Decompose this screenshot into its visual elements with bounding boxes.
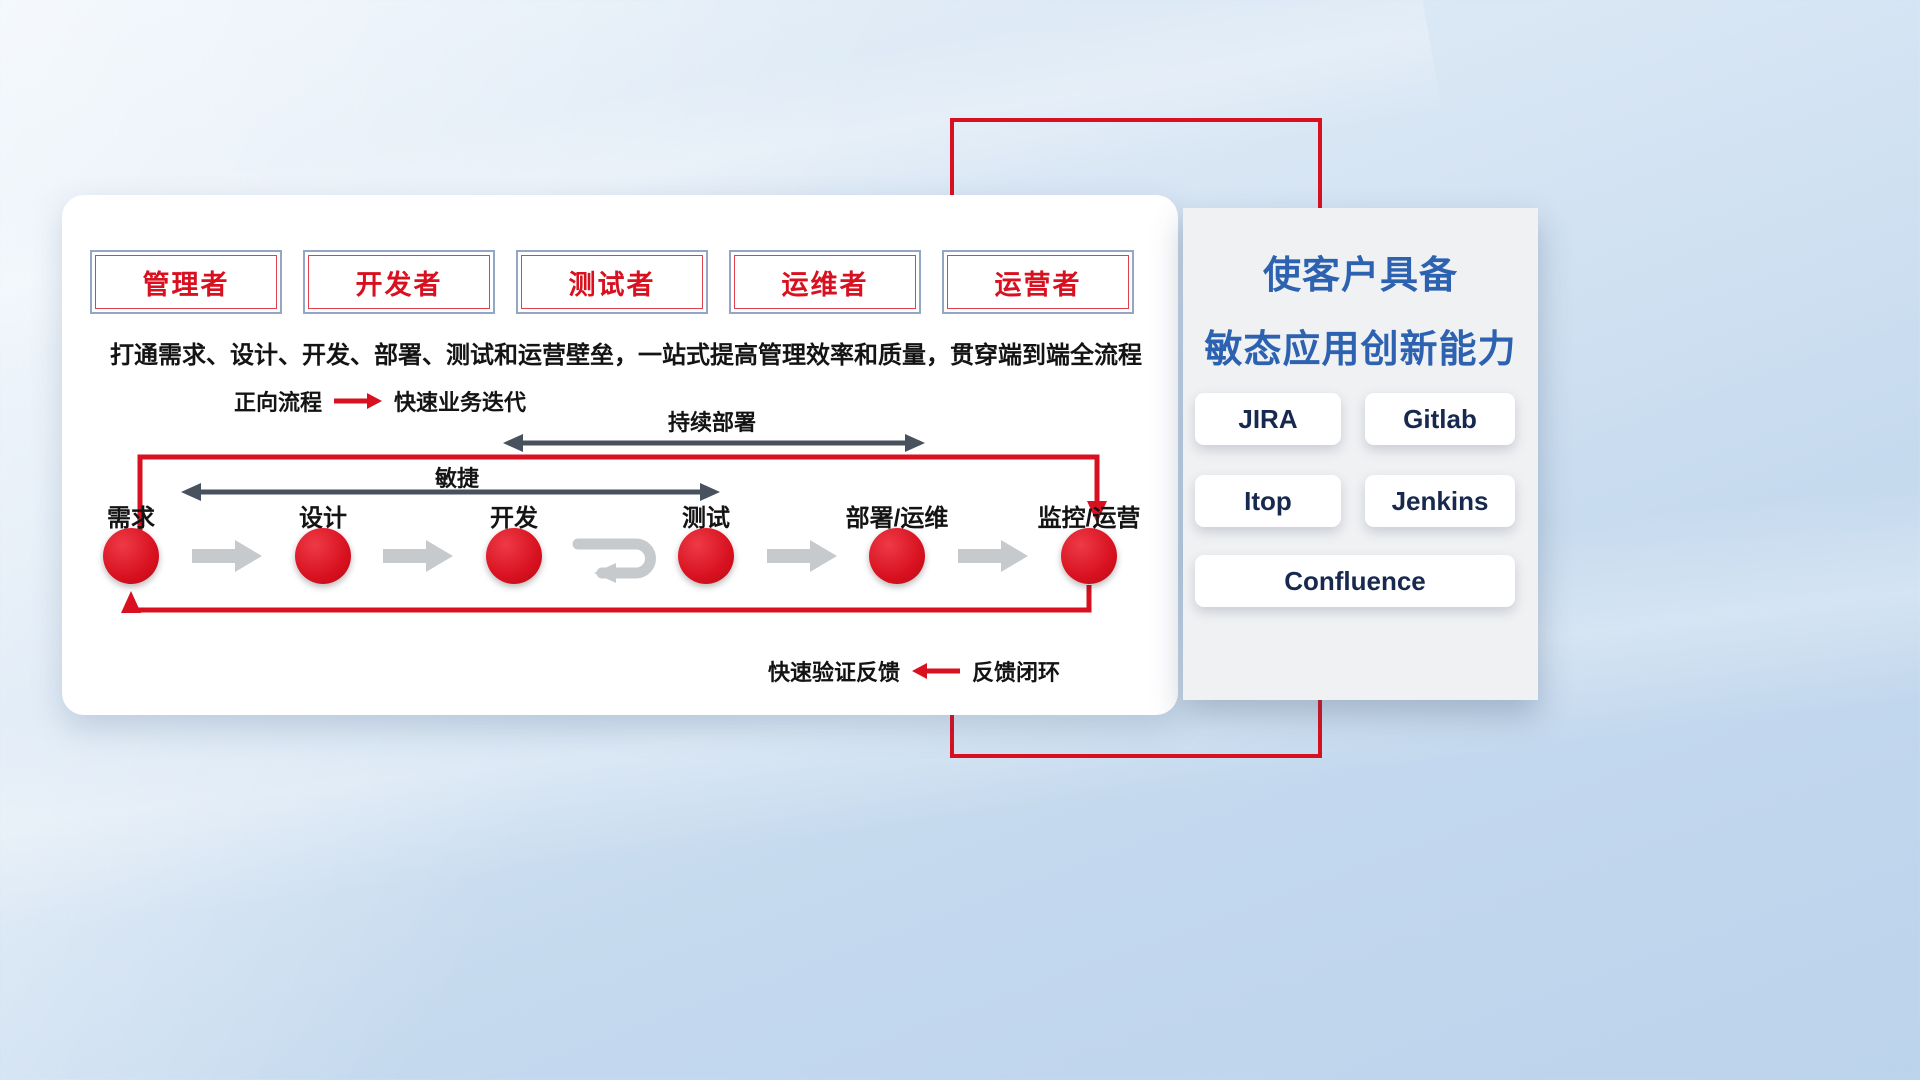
role-box-tester: 测试者 — [516, 250, 708, 314]
step-label-requirements: 需求 — [107, 505, 155, 532]
tool-box-jira: JIRA — [1195, 393, 1341, 445]
role-box-ops: 运维者 — [729, 250, 921, 314]
feedback-legend-label: 快速验证反馈 — [768, 660, 901, 685]
role-label: 管理者 — [142, 269, 230, 300]
step-node-deploy-ops — [869, 528, 925, 584]
devops-flow-card: 管理者 开发者 测试者 运维者 运营者 打通需求、设计、开发、部署、测试和运营壁… — [62, 195, 1178, 715]
continuous-deploy-label: 持续部署 — [667, 410, 757, 435]
headline: 打通需求、设计、开发、部署、测试和运营壁垒，一站式提高管理效率和质量，贯穿端到端… — [110, 342, 1142, 369]
step-node-development — [486, 528, 542, 584]
role-label: 测试者 — [568, 269, 656, 300]
role-label: 运维者 — [781, 269, 869, 300]
role-box-manager: 管理者 — [90, 250, 282, 314]
role-label: 运营者 — [994, 269, 1082, 300]
feedback-legend: 快速验证反馈 反馈闭环 — [768, 655, 1060, 687]
tool-box-gitlab: Gitlab — [1365, 393, 1515, 445]
forward-legend-label: 正向流程 — [234, 390, 323, 415]
forward-arrow-icon — [334, 393, 383, 409]
forward-legend: 正向流程 快速业务迭代 — [234, 385, 526, 417]
role-box-operator: 运营者 — [942, 250, 1134, 314]
tool-box-jenkins: Jenkins — [1365, 475, 1515, 527]
step-node-monitor-operations — [1061, 528, 1117, 584]
step-node-requirements — [103, 528, 159, 584]
step-arrow — [958, 540, 1028, 572]
step-label-testing: 测试 — [682, 505, 730, 532]
step-arrow — [383, 540, 453, 572]
step-label-design: 设计 — [299, 505, 347, 532]
step-arrow — [192, 540, 262, 572]
feedback-arrow-icon — [912, 663, 961, 679]
feedback-flow-line — [121, 585, 1092, 613]
role-label: 开发者 — [355, 269, 443, 300]
step-node-testing — [678, 528, 734, 584]
panel-title-line2: 敏态应用创新能力 — [1204, 329, 1517, 371]
tool-box-itop: Itop — [1195, 475, 1341, 527]
capability-panel: 使客户具备 敏态应用创新能力 JIRA Gitlab Itop Jenkins … — [1183, 208, 1538, 700]
step-label-deploy-ops: 部署/运维 — [845, 505, 949, 532]
step-arrow — [767, 540, 837, 572]
forward-legend-desc: 快速业务迭代 — [394, 390, 527, 415]
flow-connectors — [121, 434, 1107, 613]
iteration-arrow — [572, 538, 656, 583]
panel-title-line1: 使客户具备 — [1262, 255, 1458, 297]
role-box-developer: 开发者 — [303, 250, 495, 314]
roles-row: 管理者 开发者 测试者 运维者 运营者 — [90, 250, 1134, 314]
forward-flow-line — [137, 454, 1107, 531]
feedback-legend-desc: 反馈闭环 — [972, 660, 1061, 685]
agile-label: 敏捷 — [434, 466, 480, 491]
step-node-design — [295, 528, 351, 584]
step-label-development: 开发 — [490, 505, 538, 532]
tool-box-confluence: Confluence — [1195, 555, 1515, 607]
